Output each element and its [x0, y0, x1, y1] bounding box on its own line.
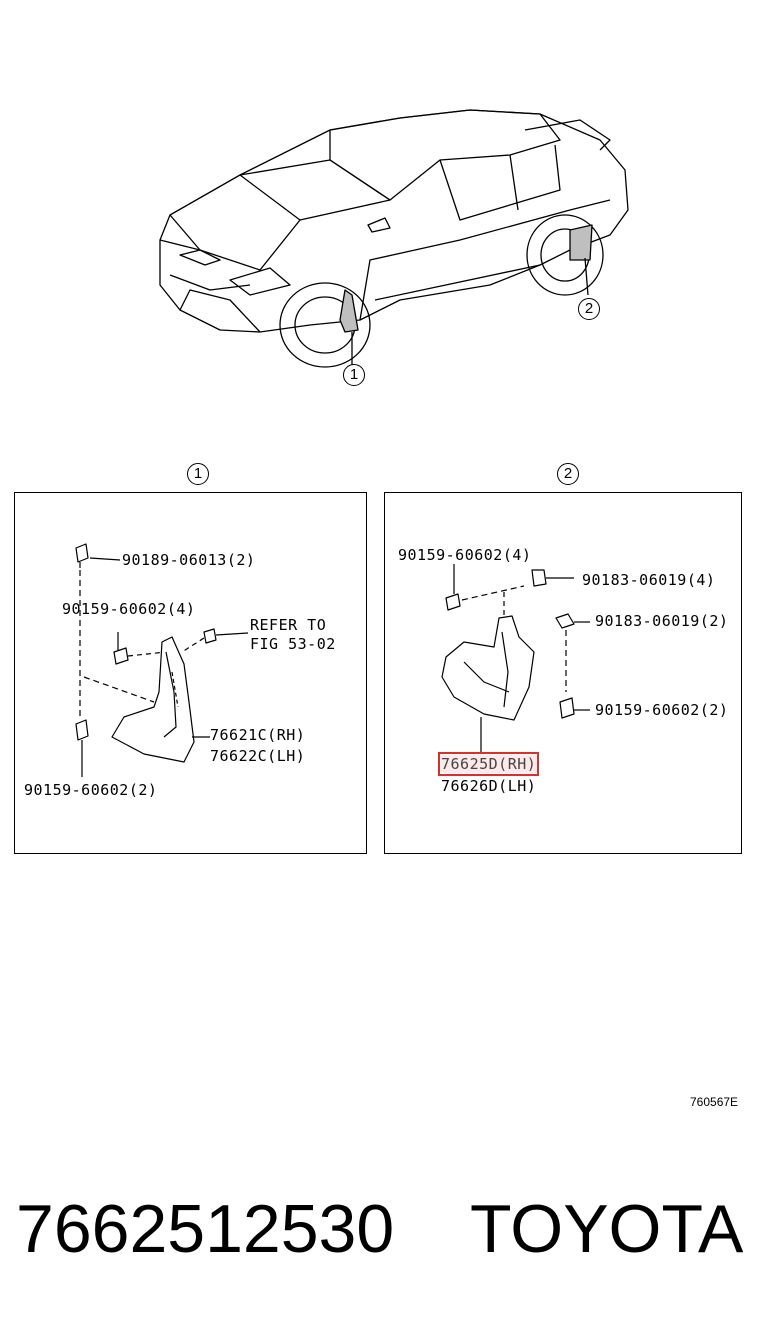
label-refer-line1: REFER TO — [250, 616, 327, 634]
panel-2-drawing — [441, 564, 590, 754]
panel-1-number: 1 — [187, 463, 209, 485]
panel-1-frame — [14, 492, 367, 854]
overview-callout-1: 1 — [343, 364, 365, 386]
footer-brand: TOYOTA — [470, 1191, 744, 1267]
label-refer-line2: FIG 53-02 — [250, 635, 336, 653]
label-clip-90189: 90189-06013(2) — [122, 551, 256, 569]
car-overview-illustration — [159, 109, 629, 368]
panel-1-drawing — [75, 543, 249, 777]
label-nut-mid-p2: 90183-06019(2) — [595, 612, 729, 630]
label-part-76625d-highlighted[interactable]: 76625D(RH) — [437, 752, 540, 776]
footer-part-number: 7662512530 — [16, 1191, 395, 1267]
label-part-76626d: 76626D(LH) — [441, 777, 537, 795]
panel-2-frame — [384, 492, 742, 854]
label-screw-top-p2: 90159-60602(4) — [398, 546, 532, 564]
label-part-76621c: 76621C(RH) — [210, 726, 306, 744]
label-screw-top-p1: 90159-60602(4) — [62, 600, 196, 618]
label-part-76622c: 76622C(LH) — [210, 747, 306, 765]
panel-2-number: 2 — [557, 463, 579, 485]
figure-id: 760567E — [690, 1095, 739, 1109]
label-screw-bottom-p1: 90159-60602(2) — [24, 781, 158, 799]
overview-callout-2: 2 — [578, 298, 600, 320]
label-nut-top-p2: 90183-06019(4) — [582, 571, 716, 589]
label-screw-right-p2: 90159-60602(2) — [595, 701, 729, 719]
